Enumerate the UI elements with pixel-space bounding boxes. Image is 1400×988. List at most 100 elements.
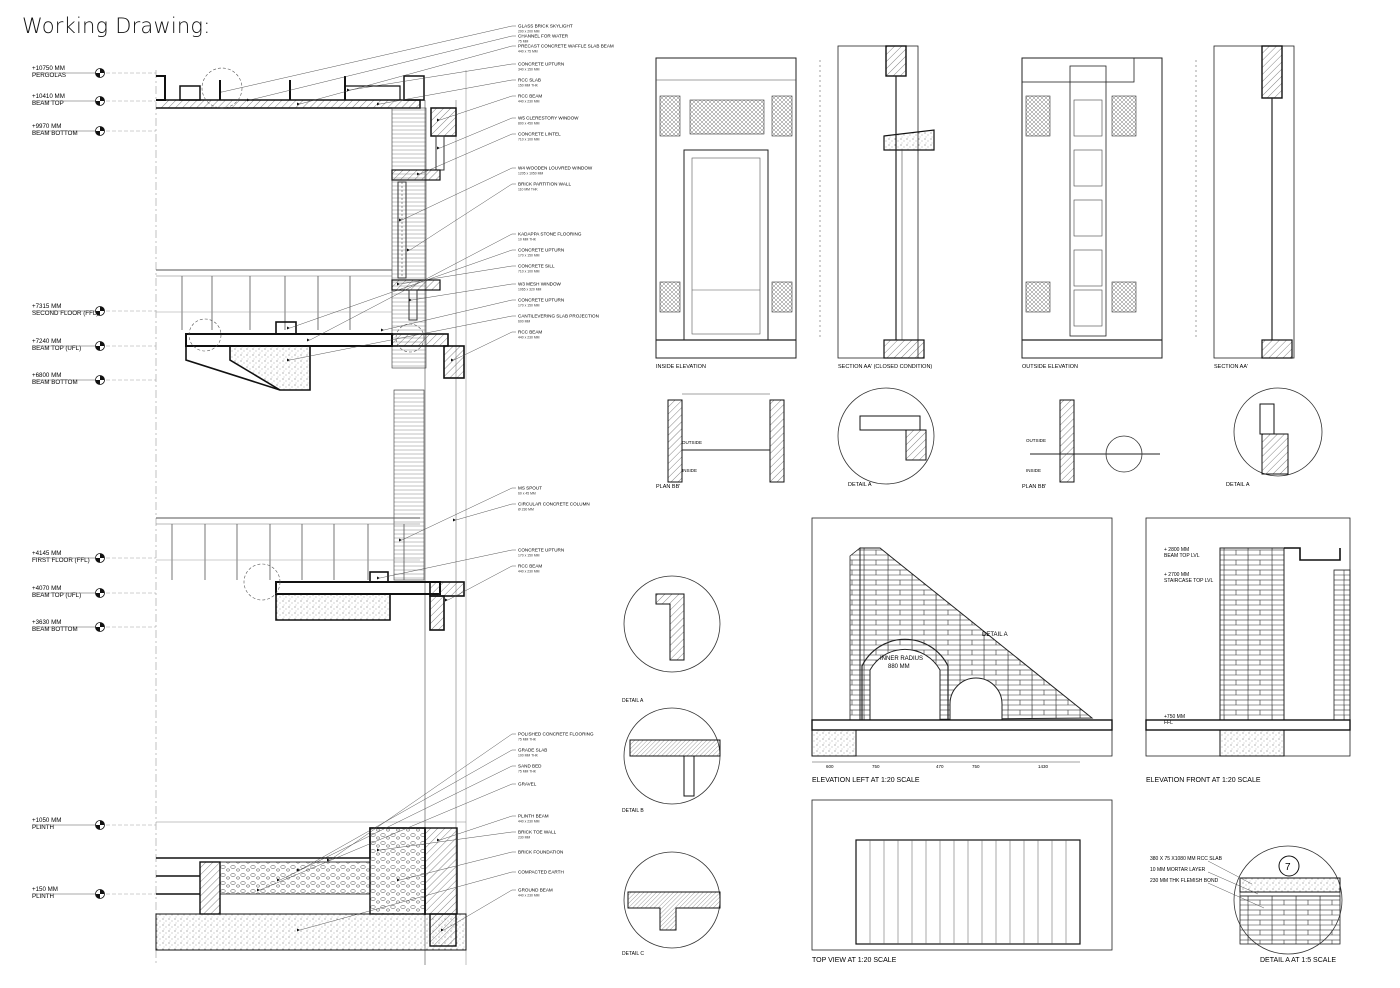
dimension-label: 750 <box>972 764 980 769</box>
note-title: RCC BEAM <box>518 564 542 569</box>
note-spec: 710 x 100 MM <box>518 270 540 274</box>
note-title: BRICK TOE WALL <box>518 830 557 835</box>
note-title: CONCRETE UPTURN <box>518 548 564 553</box>
note-title: RCC BEAM <box>518 330 542 335</box>
note-spec: 230 MM <box>518 836 530 840</box>
inner-radius-label: INNER RADIUS <box>880 656 923 662</box>
note-spec: 440 x 230 MM <box>518 336 540 340</box>
lvl-staircase-elev: + 2700 MM <box>1164 572 1189 578</box>
dimension-label: 750 <box>872 764 880 769</box>
detail-note: 10 MM MORTAR LAYER <box>1150 867 1259 895</box>
note-title: RCC SLAB <box>518 78 541 83</box>
level-elevation: +7315 MM <box>32 303 61 310</box>
note-spec: 110 MM THK <box>518 188 538 192</box>
detail-note: 380 X 75 X1080 MM RCC SLAB <box>1150 856 1253 885</box>
level-label: BEAM TOP (UFL) <box>32 592 81 599</box>
note-title: CIRCULAR CONCRETE COLUMN <box>518 502 590 507</box>
level-elevation: +4070 MM <box>32 585 61 592</box>
note-title: MS SPOUT <box>518 486 542 491</box>
note-title: CHANNEL FOR WATER <box>518 34 569 39</box>
section-note: COMPACTED EARTH <box>297 870 564 932</box>
section-aa-label: SECTION AA' <box>1214 364 1248 370</box>
inside-label-2: INSIDE <box>1026 468 1041 473</box>
note-title: BRICK FOUNDATION <box>518 850 563 855</box>
detail-a-label-2: DETAIL A <box>1226 482 1250 488</box>
outside-label-1: OUTSIDE <box>682 440 702 445</box>
lvl-beam-top: BEAM TOP LVL <box>1164 553 1200 559</box>
level-elevation: +10750 MM <box>32 65 65 72</box>
note-spec: 170 x 150 MM <box>518 304 540 308</box>
level-elevation: +9970 MM <box>32 123 61 130</box>
section-note: GRAVEL <box>257 782 537 892</box>
note-title: W5 CLERESTORY WINDOW <box>518 116 579 121</box>
dimension-label: 1430 <box>1038 764 1049 769</box>
wall-section-drawing <box>155 67 467 965</box>
small-detail-c: DETAIL C <box>622 951 644 957</box>
inner-radius-value: 880 MM <box>888 664 910 670</box>
outside-label-2: OUTSIDE <box>1026 438 1046 443</box>
level-elevation: +1050 MM <box>32 817 61 824</box>
inside-label-1: INSIDE <box>682 468 697 473</box>
level-label: BEAM BOTTOM <box>32 130 78 137</box>
lvl-beam-top-elev: + 2800 MM <box>1164 547 1189 553</box>
note-spec: 75 MM <box>518 40 529 44</box>
detail-a-label-1: DETAIL A <box>848 482 872 488</box>
note-title: PLINTH BEAM <box>518 814 549 819</box>
plan-bb-label-1: PLAN BB' <box>656 484 680 490</box>
note-spec: 60 x 45 MM <box>518 492 536 496</box>
level-elevation: +7240 MM <box>32 338 61 345</box>
note-title: W3 MESH WINDOW <box>518 282 562 287</box>
note-title: COMPACTED EARTH <box>518 870 564 875</box>
detail-note-text: 380 X 75 X1080 MM RCC SLAB <box>1150 856 1223 862</box>
level-elevation: +6800 MM <box>32 372 61 379</box>
elevation-left-title: ELEVATION LEFT AT 1:20 SCALE <box>812 777 920 784</box>
detail-a-notes: 380 X 75 X1080 MM RCC SLAB 10 MM MORTAR L… <box>1150 856 1265 909</box>
elevation-front-title: ELEVATION FRONT AT 1:20 SCALE <box>1146 777 1261 784</box>
level-elevation: +4145 MM <box>32 550 61 557</box>
detail-note-text: 230 MM THK FLEMISH BOND <box>1150 878 1219 884</box>
note-spec: 1065 x 320 MM <box>518 288 542 292</box>
note-title: W4 WOODEN LOUVRED WINDOW <box>518 166 593 171</box>
sheet-title: Working Drawing: <box>22 14 211 38</box>
level-label: PLINTH <box>32 893 54 900</box>
top-view-title: TOP VIEW AT 1:20 SCALE <box>812 957 897 964</box>
note-title: BRICK PARTITION WALL <box>518 182 571 187</box>
section-aa-closed-label: SECTION AA' (CLOSED CONDITION) <box>838 364 932 370</box>
level-label: PLINTH <box>32 824 54 831</box>
level-label: BEAM BOTTOM <box>32 379 78 386</box>
lvl-ffl: FFL <box>1164 720 1173 726</box>
note-title: CANTILEVERING SLAB PROJECTION <box>518 314 599 319</box>
note-title: CONCRETE UPTURN <box>518 62 564 67</box>
inside-elevation-label: INSIDE ELEVATION <box>656 364 706 370</box>
note-spec: 710 x 100 MM <box>518 138 540 142</box>
note-spec: 440 x 230 MM <box>518 820 540 824</box>
